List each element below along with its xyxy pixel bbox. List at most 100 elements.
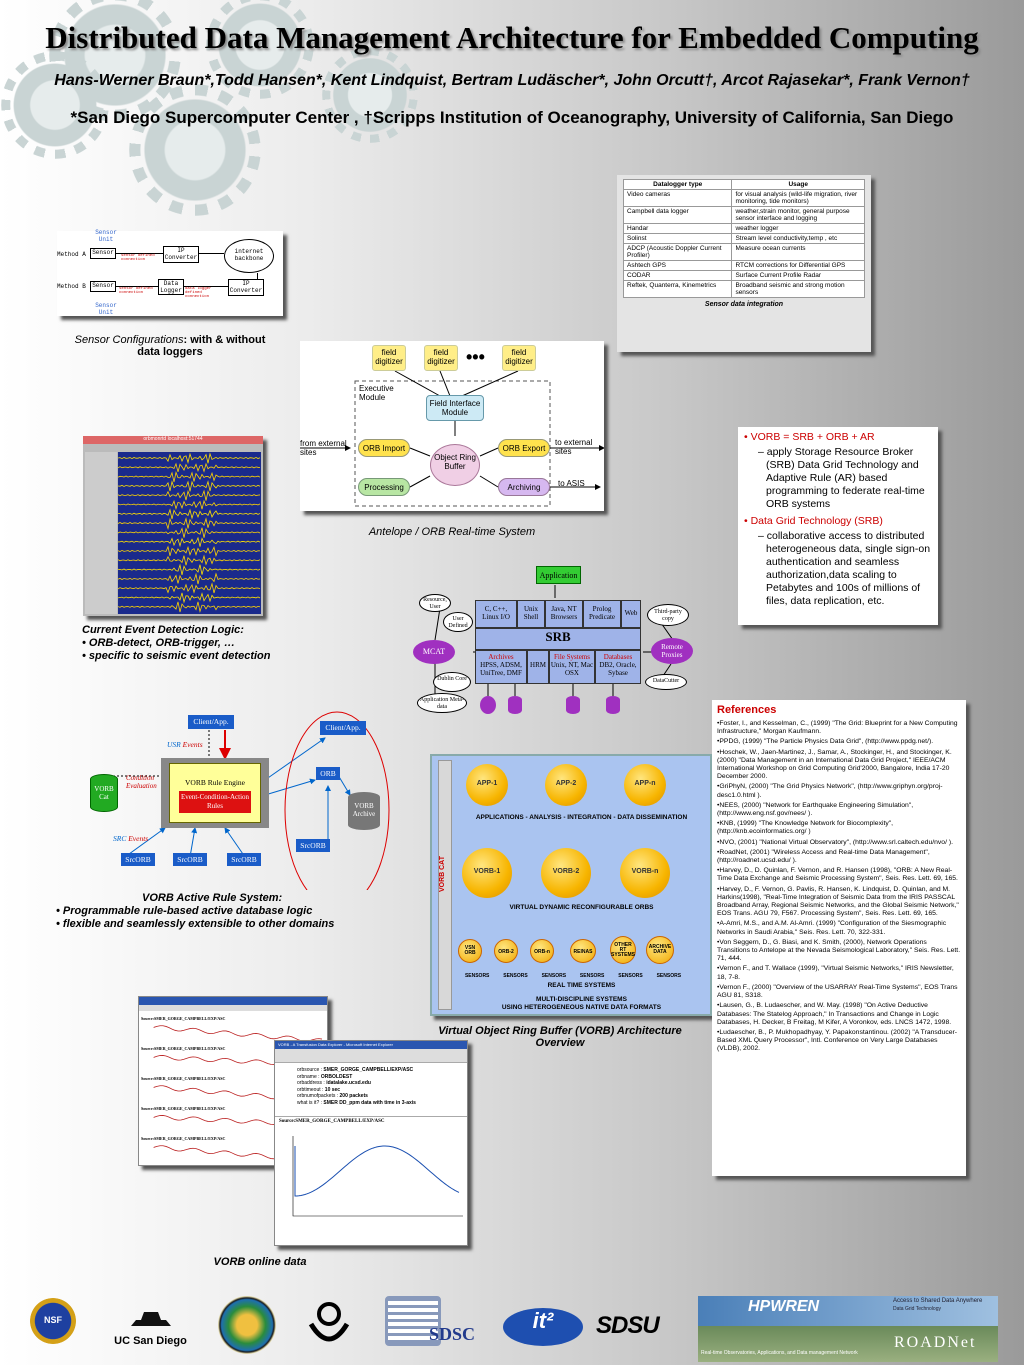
resource-user: Resource, User [419,594,451,612]
internet-cloud: internet backbone [224,239,274,273]
seismic-trace [118,489,261,501]
rule-engine-frame: VORB Rule Engine Event-Condition-Action … [161,758,269,828]
seismic-trace [118,527,261,538]
from-external-label: from external sites [300,439,347,457]
plot-title: Source:SMER_GORGE_CAMPBELL/EXP/ASC [141,1106,225,1111]
band-applications: APPLICATIONS - ANALYSIS - INTEGRATION - … [475,814,688,821]
online-data-screenshot-front: VORB - A Transfusion Data Explorer - Mic… [274,1040,468,1246]
antelope-caption: Antelope / ORB Real-time System [368,526,536,538]
reference-item: •Harvey, D., F. Vernon, G. Pavlis, R. Ha… [717,885,959,918]
col-header: Datalogger type [622,179,733,190]
vorb-bullets: • VORB = SRB + ORB + AR – apply Storage … [738,427,938,625]
plot-title: Source:SMER_GORGE_CAMPBELL/EXP/ASC [141,1046,225,1051]
seismic-trace [118,452,261,464]
plot-axis [292,1136,463,1217]
database-icon [566,696,580,714]
reference-item: •RoadNet, (2001) "Wireless Access and Re… [717,848,930,865]
gear-decoration [215,0,305,90]
vorb-orb: VORB-1 [462,848,512,898]
seismic-trace [118,517,261,531]
api-box: Prolog Predicate [583,600,621,628]
time-series-plot [292,1136,463,1217]
window-title: orbmonrtd localhost:51744 [83,436,263,444]
ucsd-logo: UC San Diego [108,1306,193,1352]
bullet-srb: • Data Grid Technology (SRB) [744,515,883,527]
to-asis-label: to ASIS [558,479,585,488]
datacutter: DataCutter [645,674,687,690]
sdsu-logo: SDSU [596,1312,660,1339]
ie-window-title: VORB - A Transfusion Data Explorer - Mic… [275,1041,467,1049]
vorb-orb: VORB-2 [541,848,591,898]
orb-import: ORB Import [358,439,410,457]
sensor-unit-label: Sensor Unit [95,302,117,316]
condition-eval-label: Condition Evaluation [126,774,157,790]
api-box: Web [621,600,641,628]
vorb-architecture: VORB CAT APP-1 APP-2 APP-n APPLICATIONS … [430,754,712,1016]
seismic-traces [118,452,261,614]
poster-title: Distributed Data Management Architecture… [45,20,979,55]
sensor-box: Sensor [90,281,116,292]
seismic-trace [118,499,261,510]
table-row: ADCP (Acoustic Doppler Current Profiler)… [622,243,865,261]
api-box: Java, NT Browsers [545,600,583,628]
sensor-defined-label: sensor defined connection [121,254,155,262]
sensor-unit-label: Sensor Unit [95,229,117,243]
roadnet-logo: Real-time Observatories, Applications, a… [698,1326,998,1362]
sensor-config-diagram: Sensor Unit Method A Sensor sensor defin… [57,229,283,316]
seismic-trace [118,592,261,604]
reference-item: •Vernon F., (2000) "Overview of the USAR… [717,983,958,1000]
sdsc-logo: SDSC [385,1296,485,1352]
seismic-trace [118,563,261,576]
database-icon [606,696,620,714]
gear-decoration [330,55,410,135]
small-orb: ORB-n [530,939,554,963]
dublin-core: Dublin Core [433,672,471,692]
hrm-box: HRM [527,650,549,684]
reference-item: •KNB, (1999) "The Knowledge Network for … [717,820,894,836]
seismic-trace [118,572,261,585]
rule-engine-label: VORB Rule Engine [185,778,245,787]
event-logic: Current Event Detection Logic: • ORB-det… [82,624,271,662]
usr-events-label: USR Events [167,740,203,749]
col-header: Usage [731,179,865,190]
field-digitizer: field digitizer [372,345,406,371]
online-caption: VORB online data [213,1256,307,1268]
reference-item: •Vernon F., and T. Wallace (1999), "Virt… [717,965,954,981]
database-icon [508,696,522,714]
api-box: C, C++, Linux I/O [475,600,517,628]
reference-item: •Harvey, D., D. Quinlan, F. Vernon, and … [717,867,958,883]
seismic-trace [118,480,261,492]
bullet-srb-sub: – collaborative access to distributed he… [758,530,931,607]
vorb-cat-side: VORB CAT [439,856,446,893]
seismic-trace [118,601,261,613]
event-screenshot: orbmonrtd localhost:51744 [83,436,263,616]
reference-item: •Ludaescher, B., P. Mukhopadhyay, Y. Pap… [717,1028,958,1053]
vorb-archive-db: VORB Archive [348,792,380,830]
seismic-trace [118,462,261,473]
seismic-trace [118,554,261,566]
method-a-label: Method A [57,251,86,258]
srcorb-box: SrcORB [296,839,330,852]
vorb-orb: VORB-n [620,848,670,898]
band-realtime: REAL TIME SYSTEMS [547,982,616,989]
small-orb: VSN ORB [458,939,482,963]
mcat: MCAT [413,640,455,664]
band-vorbs: VIRTUAL DYNAMIC RECONFIGURABLE ORBS [509,904,654,911]
reference-item: •NVO, (2001) "National Virtual Observato… [717,838,954,846]
eca-rules: Event-Condition-Action Rules [179,791,251,813]
gear-decoration [140,95,250,205]
archiving: Archiving [498,478,550,496]
sensor-config-caption: Sensor Configurations: with & without da… [74,334,266,358]
reference-item: •NEES, (2000) "Network for Earthquake En… [717,801,914,818]
src-events-label: SRC Events [113,834,149,843]
srcorb-box: SrcORB [227,853,261,866]
